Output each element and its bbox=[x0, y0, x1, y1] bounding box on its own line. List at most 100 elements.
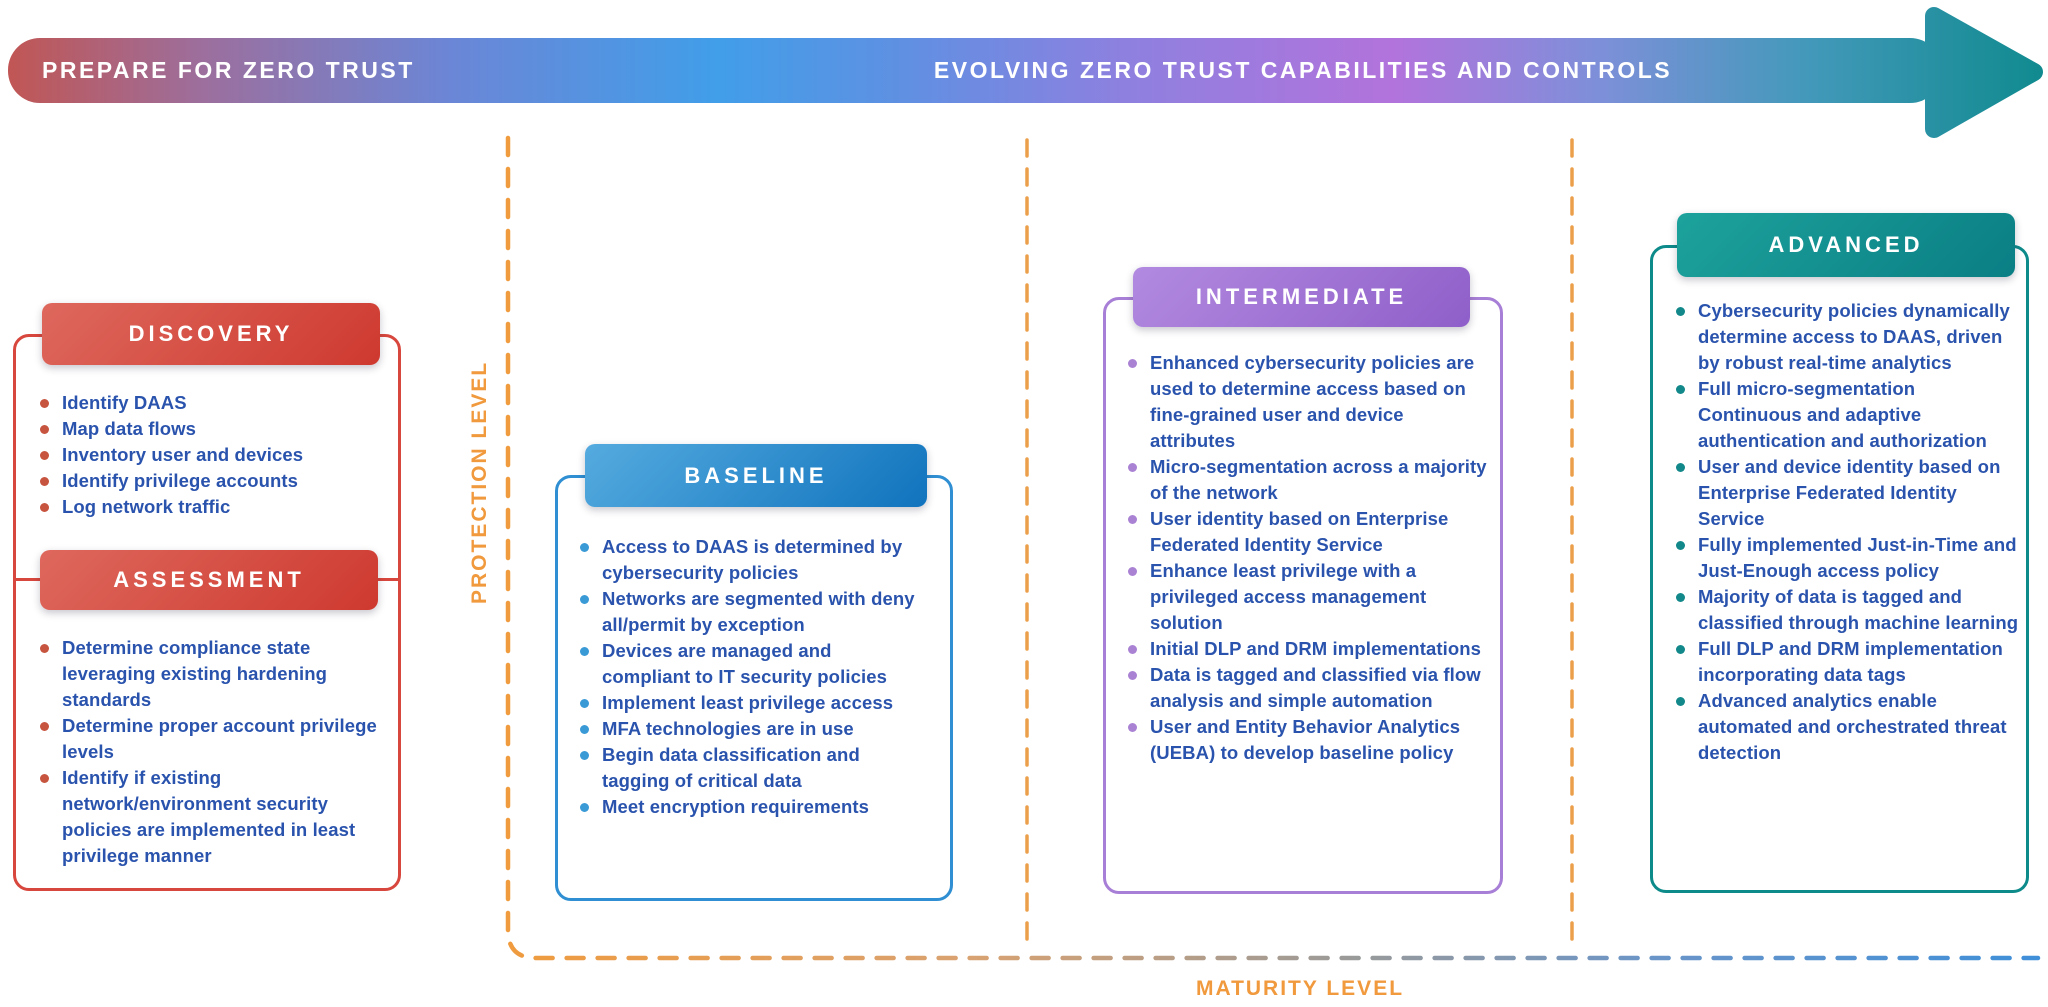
list-item-text: Data is tagged and classified via flow a… bbox=[1150, 664, 1481, 711]
list-item: Log network traffic bbox=[40, 494, 385, 520]
assessment-bullet-list: Determine compliance state leveraging ex… bbox=[40, 635, 385, 869]
list-item-text: MFA technologies are in use bbox=[602, 718, 854, 739]
list-item: User and Entity Behavior Analytics (UEBA… bbox=[1128, 714, 1493, 766]
bullet-dot-icon bbox=[1676, 463, 1685, 472]
bullet-dot-icon bbox=[1676, 541, 1685, 550]
list-item-text: Implement least privilege access bbox=[602, 692, 894, 713]
maturity-level-axis-label: MATURITY LEVEL bbox=[1195, 977, 1405, 1000]
list-item-text: Advanced analytics enable automated and … bbox=[1698, 690, 2007, 763]
list-item-text: Meet encryption requirements bbox=[602, 796, 870, 817]
list-item: User identity based on Enterprise Federa… bbox=[1128, 506, 1493, 558]
list-item: Begin data classification and tagging of… bbox=[580, 742, 920, 794]
list-item: Determine proper account privilege level… bbox=[40, 713, 385, 765]
bullet-dot-icon bbox=[40, 644, 49, 653]
list-item: MFA technologies are in use bbox=[580, 716, 920, 742]
banner-label-evolving: EVOLVING ZERO TRUST CAPABILITIES AND CON… bbox=[933, 57, 1673, 83]
list-item: Networks are segmented with deny all/per… bbox=[580, 586, 920, 638]
list-item: Access to DAAS is determined by cybersec… bbox=[580, 534, 920, 586]
list-item-text: Map data flows bbox=[62, 418, 196, 439]
list-item-text: Access to DAAS is determined by cybersec… bbox=[602, 536, 903, 583]
bullet-dot-icon bbox=[580, 751, 589, 760]
bullet-dot-icon bbox=[40, 774, 49, 783]
list-item-text: User and Entity Behavior Analytics (UEBA… bbox=[1150, 716, 1461, 763]
list-item: Identify if existing network/environment… bbox=[40, 765, 385, 869]
list-item: Devices are managed and compliant to IT … bbox=[580, 638, 920, 690]
intermediate-bullet-list: Enhanced cybersecurity policies are used… bbox=[1128, 350, 1493, 766]
baseline-bullet-list: Access to DAAS is determined by cybersec… bbox=[580, 534, 920, 820]
baseline-header: BASELINE bbox=[585, 444, 927, 507]
list-item: User and device identity based on Enterp… bbox=[1676, 454, 2021, 532]
bullet-dot-icon bbox=[1128, 723, 1137, 732]
arrow-head-icon bbox=[1925, 7, 2043, 138]
bullet-dot-icon bbox=[1676, 645, 1685, 654]
list-item-text: User identity based on Enterprise Federa… bbox=[1150, 508, 1449, 555]
advanced-bullet-list: Cybersecurity policies dynamically deter… bbox=[1676, 298, 2021, 766]
list-item: Enhance least privilege with a privilege… bbox=[1128, 558, 1493, 636]
list-item: Data is tagged and classified via flow a… bbox=[1128, 662, 1493, 714]
list-item-text: Identify privilege accounts bbox=[62, 470, 299, 491]
bullet-dot-icon bbox=[580, 699, 589, 708]
list-item-text: Majority of data is tagged and classifie… bbox=[1698, 586, 2019, 633]
list-item-text: Begin data classification and tagging of… bbox=[602, 744, 860, 791]
list-item: Determine compliance state leveraging ex… bbox=[40, 635, 385, 713]
list-item: Full DLP and DRM implementation incorpor… bbox=[1676, 636, 2021, 688]
list-item: Meet encryption requirements bbox=[580, 794, 920, 820]
list-item-text: Networks are segmented with deny all/per… bbox=[602, 588, 915, 635]
bullet-dot-icon bbox=[40, 503, 49, 512]
list-item-text: Initial DLP and DRM implementations bbox=[1150, 638, 1482, 659]
advanced-header: ADVANCED bbox=[1677, 213, 2015, 277]
bullet-dot-icon bbox=[40, 722, 49, 731]
banner-bar bbox=[8, 38, 1942, 103]
list-item-text: Full DLP and DRM implementation incorpor… bbox=[1698, 638, 2003, 685]
list-item: Initial DLP and DRM implementations bbox=[1128, 636, 1493, 662]
list-item-text: User and device identity based on Enterp… bbox=[1698, 456, 2001, 529]
list-item: Advanced analytics enable automated and … bbox=[1676, 688, 2021, 766]
list-item-text: Cybersecurity policies dynamically deter… bbox=[1698, 300, 2010, 373]
list-item-text: Devices are managed and compliant to IT … bbox=[602, 640, 887, 687]
bullet-dot-icon bbox=[40, 477, 49, 486]
list-item: Majority of data is tagged and classifie… bbox=[1676, 584, 2021, 636]
bullet-dot-icon bbox=[580, 725, 589, 734]
intermediate-header: INTERMEDIATE bbox=[1133, 267, 1470, 327]
bullet-dot-icon bbox=[1128, 645, 1137, 654]
list-item-text: Determine proper account privilege level… bbox=[62, 715, 377, 762]
protection-maturity-axis-line bbox=[505, 135, 2041, 961]
bullet-dot-icon bbox=[1676, 697, 1685, 706]
bullet-dot-icon bbox=[1676, 385, 1685, 394]
bullet-dot-icon bbox=[1128, 515, 1137, 524]
list-item: Implement least privilege access bbox=[580, 690, 920, 716]
list-item: Identify privilege accounts bbox=[40, 468, 385, 494]
list-item: Micro-segmentation across a majority of … bbox=[1128, 454, 1493, 506]
list-item-text: Identify DAAS bbox=[62, 392, 187, 413]
protection-level-axis-label: PROTECTION LEVEL bbox=[468, 360, 491, 604]
list-item-text: Full micro-segmentation Continuous and a… bbox=[1698, 378, 1987, 451]
list-item-text: Log network traffic bbox=[62, 496, 231, 517]
bullet-dot-icon bbox=[1128, 671, 1137, 680]
list-item-text: Enhanced cybersecurity policies are used… bbox=[1150, 352, 1475, 451]
bullet-dot-icon bbox=[40, 399, 49, 408]
list-item: Enhanced cybersecurity policies are used… bbox=[1128, 350, 1493, 454]
bullet-dot-icon bbox=[40, 425, 49, 434]
list-item: Inventory user and devices bbox=[40, 442, 385, 468]
bullet-dot-icon bbox=[40, 451, 49, 460]
list-item: Map data flows bbox=[40, 416, 385, 442]
bullet-dot-icon bbox=[580, 543, 589, 552]
bullet-dot-icon bbox=[580, 803, 589, 812]
list-item-text: Identify if existing network/environment… bbox=[62, 767, 356, 866]
list-item: Cybersecurity policies dynamically deter… bbox=[1676, 298, 2021, 376]
banner-label-prepare: PREPARE FOR ZERO TRUST bbox=[42, 57, 415, 83]
list-item: Fully implemented Just-in-Time and Just-… bbox=[1676, 532, 2021, 584]
bullet-dot-icon bbox=[580, 595, 589, 604]
bullet-dot-icon bbox=[1128, 567, 1137, 576]
gradient-arrow-banner bbox=[8, 7, 2043, 138]
list-item-text: Enhance least privilege with a privilege… bbox=[1150, 560, 1427, 633]
bullet-dot-icon bbox=[1676, 593, 1685, 602]
bullet-dot-icon bbox=[580, 647, 589, 656]
bullet-dot-icon bbox=[1128, 359, 1137, 368]
list-item: Full micro-segmentation Continuous and a… bbox=[1676, 376, 2021, 454]
list-item: Identify DAAS bbox=[40, 390, 385, 416]
list-item-text: Micro-segmentation across a majority of … bbox=[1150, 456, 1487, 503]
bullet-dot-icon bbox=[1676, 307, 1685, 316]
